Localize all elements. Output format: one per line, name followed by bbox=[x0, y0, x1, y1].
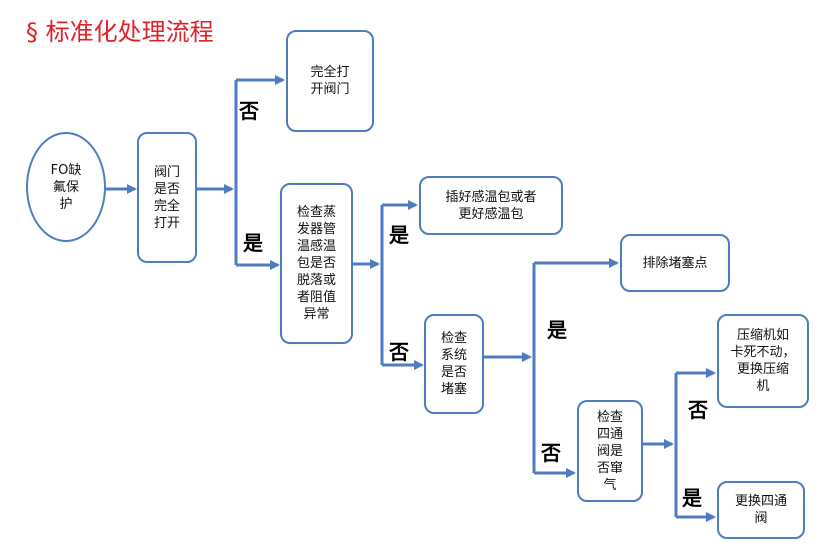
node-open-valve: 完全打 开阀门 bbox=[286, 30, 374, 132]
node-valve-open-check: 阀门 是否 完全 打开 bbox=[137, 132, 197, 263]
label-valve-no: 否 bbox=[239, 99, 259, 123]
node-check-system-blockage: 检查 系统 是否 堵塞 bbox=[424, 314, 484, 414]
node-replace-four-way-valve: 更换四通 阀 bbox=[717, 481, 805, 539]
node-remove-blockage: 排除堵塞点 bbox=[620, 234, 730, 292]
node-start: FO缺 氟保 护 bbox=[26, 132, 106, 242]
label-block-no: 否 bbox=[541, 441, 561, 465]
label-fourway-yes: 是 bbox=[682, 486, 702, 510]
page-title: § 标准化处理流程 bbox=[26, 18, 214, 46]
label-fourway-no: 否 bbox=[688, 398, 708, 422]
node-check-four-way-valve: 检查 四通 阀是 否窜 气 bbox=[577, 400, 643, 502]
label-block-yes: 是 bbox=[547, 318, 567, 342]
label-valve-yes: 是 bbox=[243, 231, 263, 255]
node-replace-compressor: 压缩机如 卡死不动， 更换压缩 机 bbox=[717, 314, 809, 408]
label-bulb-no: 否 bbox=[389, 340, 409, 364]
label-bulb-yes: 是 bbox=[389, 223, 409, 247]
node-check-sensor-bulb: 检查蒸 发器管 温感温 包是否 脱落或 者阻值 异常 bbox=[280, 183, 353, 344]
node-replace-sensor-bulb: 插好感温包或者 更好感温包 bbox=[419, 176, 563, 235]
